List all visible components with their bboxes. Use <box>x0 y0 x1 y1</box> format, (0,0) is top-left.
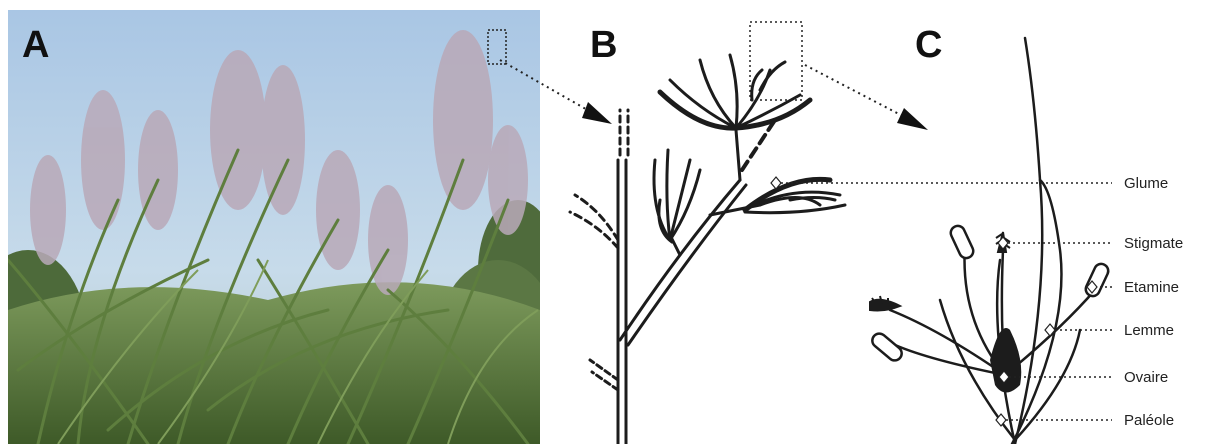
ovary-shape <box>990 328 1021 393</box>
label-lemme: Lemme <box>1124 322 1174 339</box>
spikelet-right <box>745 179 845 212</box>
markers <box>771 177 1097 426</box>
arrow-b-to-c <box>805 65 928 130</box>
panel-letter-c: C <box>915 26 942 64</box>
anthers <box>869 224 1110 364</box>
label-glume: Glume <box>1124 175 1168 192</box>
arrow-a-to-b <box>500 60 612 124</box>
label-ovaire: Ovaire <box>1124 369 1168 386</box>
panicle-branch <box>570 110 775 444</box>
zoom-box-b <box>750 22 802 100</box>
spikelet-top <box>660 55 810 128</box>
label-stigmate: Stigmate <box>1124 235 1183 252</box>
floret <box>890 38 1095 444</box>
label-etamine: Etamine <box>1124 279 1179 296</box>
label-paleole: Paléole <box>1124 412 1174 429</box>
leader-lines <box>776 183 1112 420</box>
spikelet-middle <box>654 150 700 242</box>
stigmas <box>870 232 1010 311</box>
panel-letter-b: B <box>590 26 617 64</box>
